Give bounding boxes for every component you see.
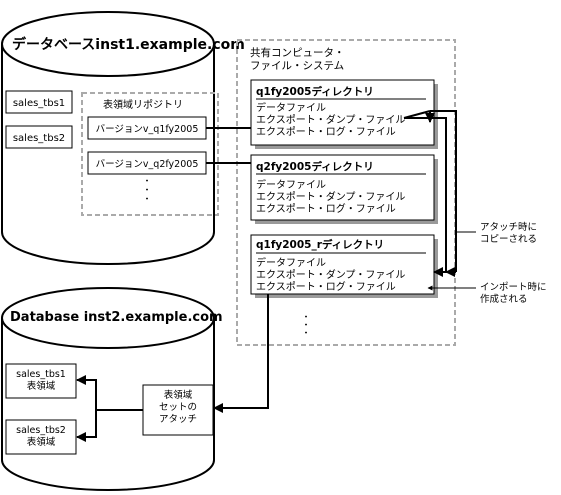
repository-title: 表領域リポジトリ <box>103 98 183 111</box>
text-line: ・ <box>142 195 151 205</box>
db1-tablespace: sales_tbs2 <box>5 125 73 149</box>
copy-dump-in <box>403 110 431 119</box>
directory-q1fy2005: q1fy2005ディレクトリ データファイル エクスポート・ダンプ・ファイル エ… <box>250 79 438 149</box>
directory-file-1: データファイル <box>256 178 326 191</box>
text-line: ファイル・システム <box>250 60 344 72</box>
db1-tablespace: sales_tbs1 <box>5 90 73 114</box>
text-line: ・ <box>301 321 310 331</box>
directory-file-3: エクスポート・ログ・ファイル <box>256 202 396 215</box>
db1-tablespace-2: sales_tbs2 <box>13 133 65 144</box>
text-line: アタッチ <box>159 414 197 425</box>
text-line: コピーされる <box>480 234 537 245</box>
text-line: ・ <box>142 186 151 196</box>
directory-file-3: エクスポート・ログ・ファイル <box>256 280 396 293</box>
text-line: sales_tbs2 <box>16 425 66 436</box>
shared-fs-title: 共有コンピュータ・ファイル・システム <box>250 46 345 72</box>
directory-file-1: データファイル <box>256 101 326 114</box>
db2-title: Database inst2.example.com <box>10 310 223 325</box>
text-line: 表領域 <box>27 380 56 392</box>
text-line: 作成される <box>480 293 528 305</box>
text-line: sales_tbs1 <box>16 369 66 380</box>
import-annotation: インポート時に作成される <box>480 282 547 305</box>
directory-q2fy2005: q2fy2005ディレクトリ データファイル エクスポート・ダンプ・ファイル エ… <box>250 154 438 224</box>
text-line: 共有コンピュータ・ <box>250 46 345 59</box>
copy-annotation: アタッチ時にコピーされる <box>480 222 537 245</box>
text-line: ・ <box>301 313 310 323</box>
copy-arrow-2 <box>430 110 457 272</box>
repository-version-2: バージョンv_q2fy2005 <box>96 159 199 170</box>
directory-name: q1fy2005ディレクトリ <box>256 85 374 98</box>
directory-name: q1fy2005_rディレクトリ <box>256 238 384 251</box>
text-line: セットの <box>159 402 197 413</box>
text-line: アタッチ時に <box>480 222 537 233</box>
directory-q1fy2005-r: q1fy2005_rディレクトリ データファイル エクスポート・ダンプ・ファイル… <box>250 234 438 298</box>
directory-file-2: エクスポート・ダンプ・ファイル <box>256 190 405 203</box>
text-line: 表領域 <box>27 436 56 448</box>
db1-tablespace-1: sales_tbs1 <box>13 98 65 109</box>
attach-tablespace-set: 表領域セットのアタッチ <box>142 384 214 436</box>
directory-file-3: エクスポート・ログ・ファイル <box>256 125 396 138</box>
db1-title: データベースinst1.example.com <box>12 36 245 53</box>
text-line: ・ <box>301 329 310 339</box>
attach-to-ts2 <box>76 410 97 442</box>
directory-file-2: エクスポート・ダンプ・ファイル <box>256 268 405 281</box>
shared-fs-more: ・・・ <box>301 313 310 339</box>
q1r-to-db2-connector <box>213 294 269 413</box>
repository-version-1: バージョンv_q1fy2005 <box>96 124 199 135</box>
directory-name: q2fy2005ディレクトリ <box>256 160 374 173</box>
text-line: 表領域 <box>164 389 193 401</box>
attach-label: 表領域セットのアタッチ <box>159 389 197 425</box>
repository-more: ・・・ <box>142 177 151 205</box>
tablespace-repository: 表領域リポジトリ バージョンv_q1fy2005 バージョンv_q2fy2005… <box>81 92 219 216</box>
attach-to-ts1 <box>76 375 97 410</box>
directory-file-1: データファイル <box>256 256 326 269</box>
text-line: インポート時に <box>480 282 547 293</box>
directory-file-2: エクスポート・ダンプ・ファイル <box>256 113 405 126</box>
text-line: ・ <box>142 177 151 187</box>
